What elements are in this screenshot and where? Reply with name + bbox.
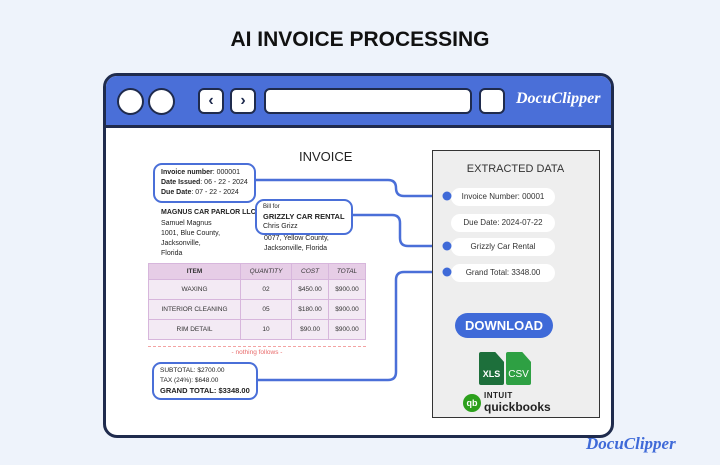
back-button[interactable]: ‹ [198,88,224,114]
extracted-data-panel: EXTRACTED DATA Invoice Number: 00001 Due… [432,150,600,418]
window-control-circle[interactable] [117,88,144,115]
docuclipper-logo: DocuClipper [516,90,601,107]
connector-dot [442,267,452,277]
connector-bill-to [345,213,447,248]
extracted-field: Grand Total: 3348.00 [451,264,555,282]
address-bar[interactable] [264,88,472,114]
extracted-field: Grizzly Car Rental [451,238,555,256]
extracted-title: EXTRACTED DATA [466,163,565,175]
nothing-follows: - nothing follows - [231,349,283,356]
divider [148,346,366,347]
invoice-title: INVOICE [299,149,353,164]
window-control-circle[interactable] [148,88,175,115]
csv-file-icon[interactable]: CSV [506,352,531,385]
extracted-field: Invoice Number: 00001 [451,188,555,206]
invoice-meta-box: Invoice number: 000001 Date Issued: 06 -… [153,163,256,203]
footer-logo: DocuClipper [586,434,676,453]
bill-to-address: 0077, Yellow County,Jacksonville, Florid… [264,235,329,252]
quickbooks-icon[interactable]: qb [463,394,481,412]
forward-button[interactable]: › [230,88,256,114]
xls-file-icon[interactable]: XLS [479,352,504,385]
connector-dot [442,241,452,251]
extracted-field: Due Date: 2024-07-22 [451,214,555,232]
download-button[interactable]: DOWNLOAD [455,313,553,338]
connector-dot [442,191,452,201]
page-title: AI INVOICE PROCESSING [230,28,490,51]
connector-invoice-number [242,178,447,198]
quickbooks-logo[interactable]: INTUIT quickbooks [484,391,551,414]
browser-action-button[interactable] [479,88,505,114]
bill-to-box: Bill for GRIZZLY CAR RENTAL Chris Grizz [255,199,353,235]
connector-grand-total [248,270,447,382]
connector-dots [442,191,452,277]
browser-header: ‹ › DocuClipper [106,76,611,128]
